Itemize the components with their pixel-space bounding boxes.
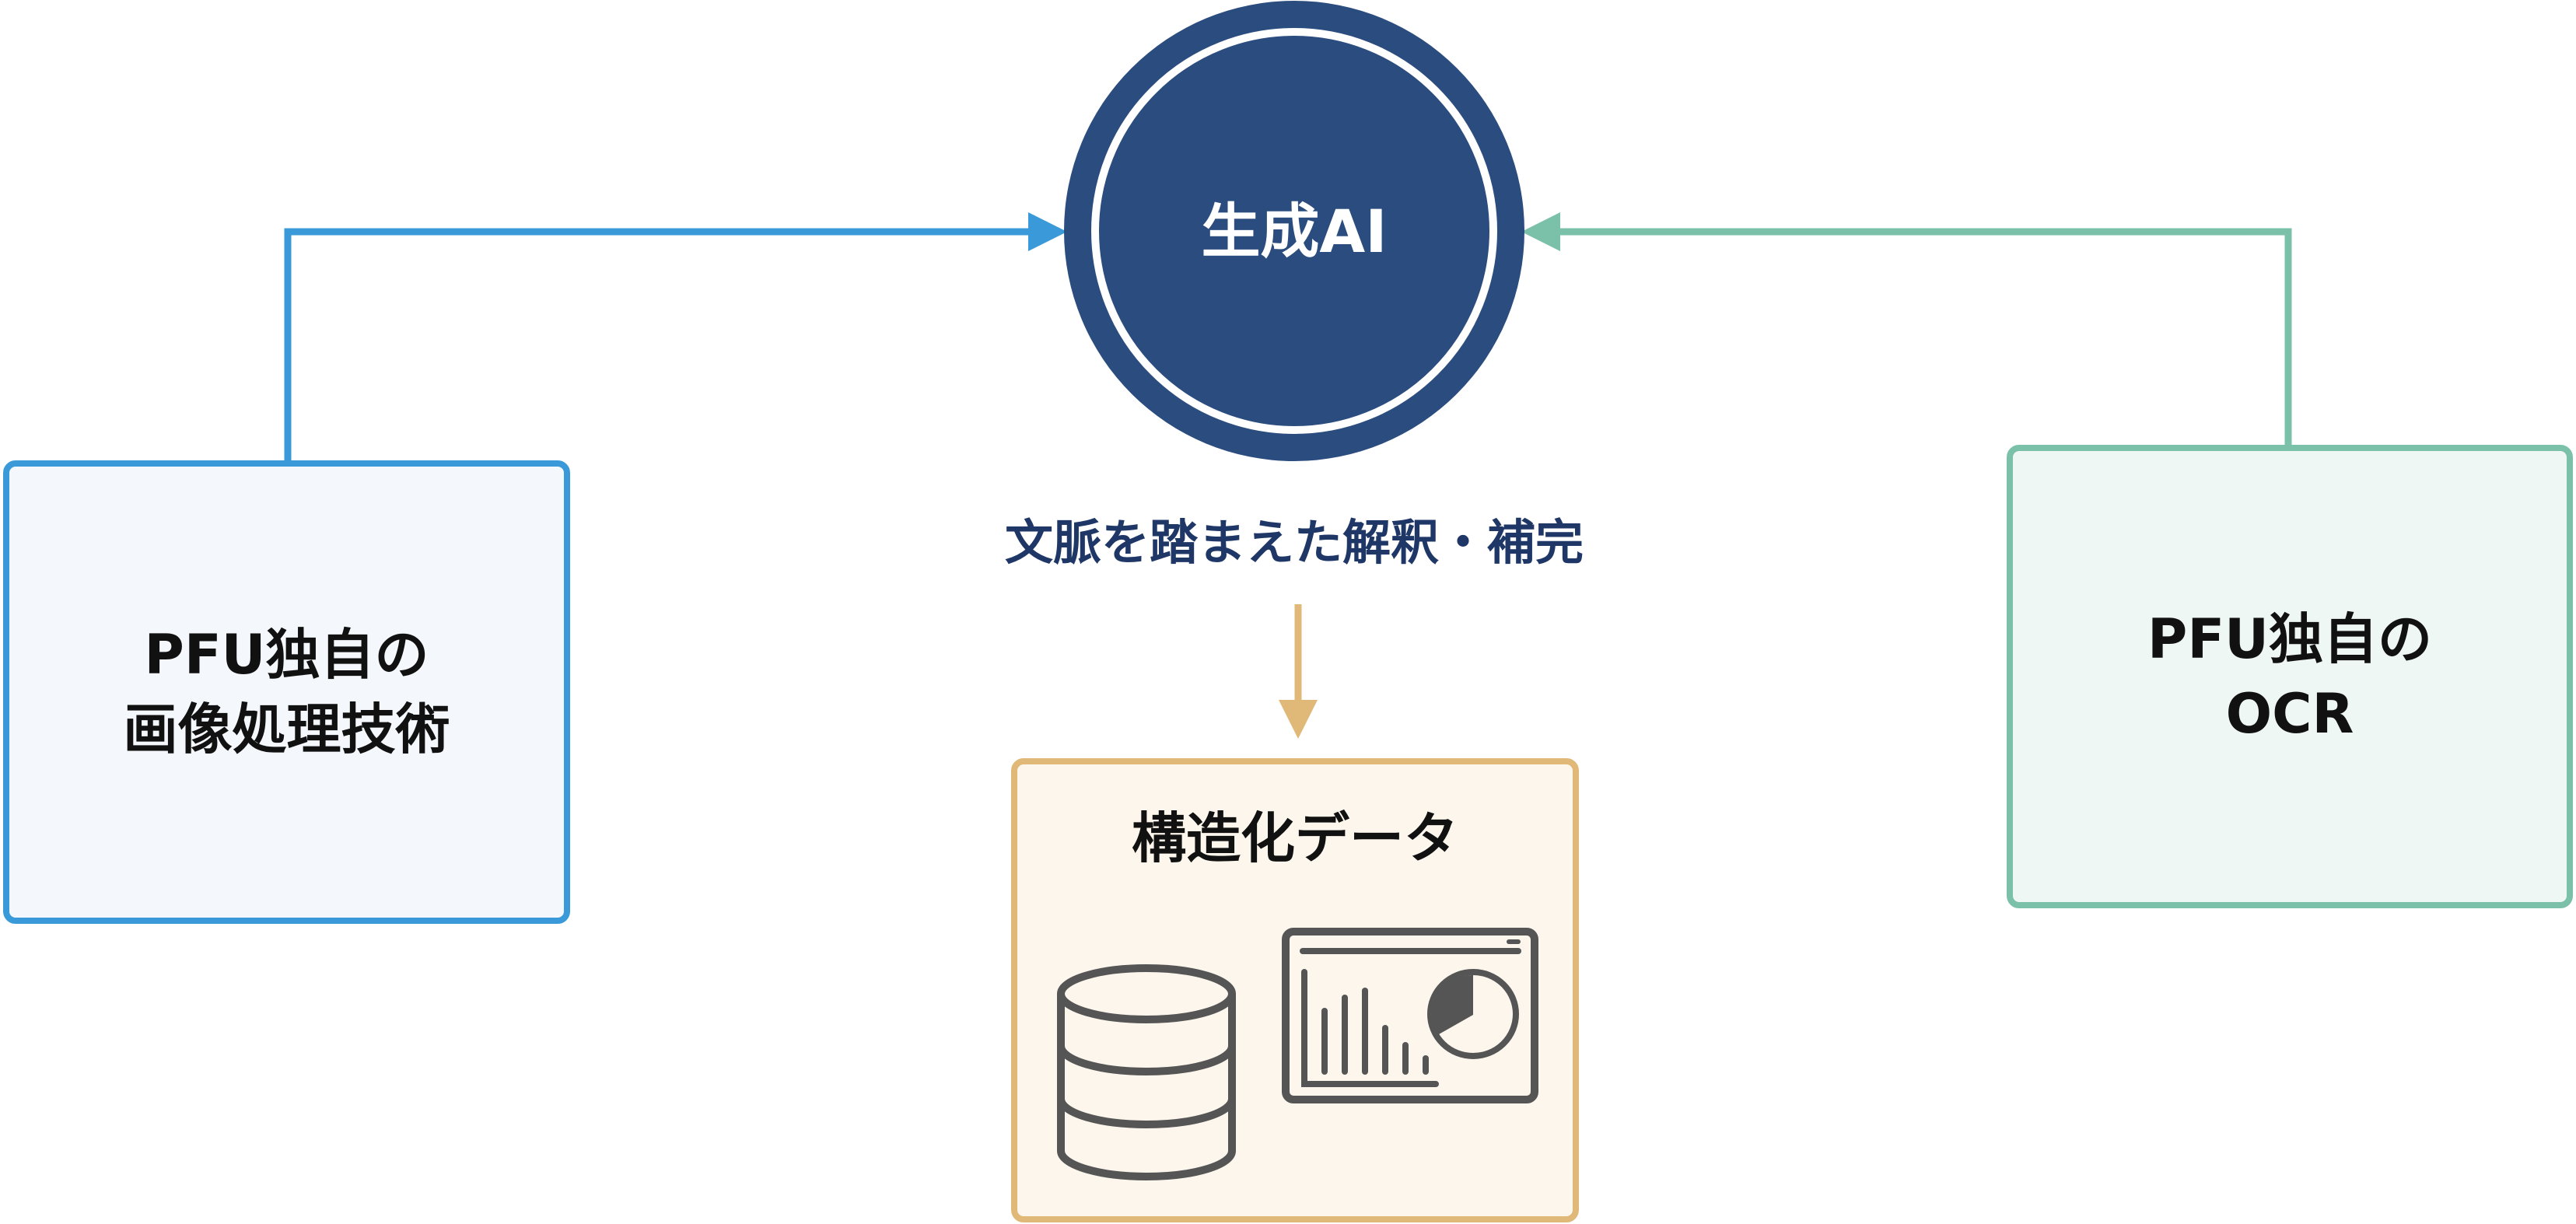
generative-ai-circle: [1064, 1, 1524, 461]
process-label: 文脈を踏まえた解釈・補完: [1004, 514, 1584, 571]
image-processing-label: PFU独自の 画像処理技術: [3, 617, 570, 767]
label-line-2: OCR: [2225, 682, 2354, 746]
image-processing-box: [3, 460, 570, 924]
left-connector: [284, 212, 1067, 462]
label-line-2: 画像処理技術: [123, 698, 450, 761]
generative-ai-label: 生成AI: [1201, 197, 1388, 266]
structured-data-title: 構造化データ: [1132, 806, 1458, 870]
arrowhead-icon: [1279, 700, 1318, 739]
ocr-label: PFU独自の OCR: [2007, 602, 2573, 751]
label-line-1: PFU独自の: [144, 623, 429, 687]
right-connector: [1521, 212, 2292, 446]
down-connector: [1279, 604, 1318, 739]
label-line-1: PFU独自の: [2147, 607, 2432, 671]
arrowhead-icon: [1028, 212, 1067, 251]
arrowhead-icon: [1521, 212, 1560, 251]
ocr-box: [2007, 445, 2573, 908]
